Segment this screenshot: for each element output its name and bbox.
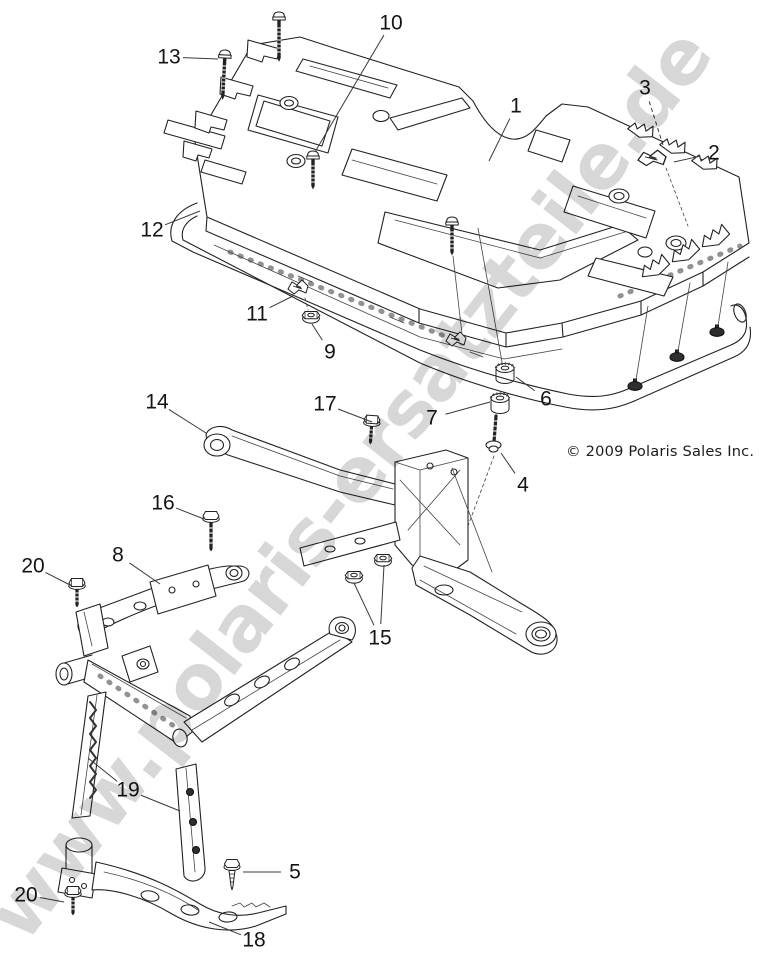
- callout-leader-8: [129, 562, 161, 585]
- bushing-7: [489, 392, 511, 415]
- callout-label-17: 17: [313, 393, 336, 416]
- callout-leader-4: [500, 452, 516, 474]
- callout-label-15: 15: [368, 627, 391, 650]
- copyright-text: © 2009 Polaris Sales Inc.: [566, 443, 755, 460]
- callout-label-13: 13: [157, 46, 180, 69]
- front-rack: [163, 36, 750, 360]
- callout-label-7: 7: [426, 407, 438, 430]
- support-bracket: [203, 425, 558, 655]
- callout-leader-9: [311, 323, 323, 341]
- frame-support: [55, 564, 356, 748]
- side-rails: [71, 691, 206, 882]
- callout-leader-18: [208, 921, 242, 936]
- nut-15a: [344, 571, 364, 584]
- callout-label-1: 1: [510, 95, 522, 118]
- callout-leader-19: [87, 757, 118, 782]
- nut-9: [301, 311, 321, 324]
- pushnut-1: [627, 378, 643, 391]
- callout-label-8: 8: [112, 544, 124, 567]
- callout-label-4: 4: [517, 474, 529, 497]
- callout-label-2: 2: [708, 142, 720, 165]
- callout-label-20: 20: [21, 555, 44, 578]
- callout-leader-20: [39, 897, 65, 903]
- callout-leader-15: [380, 564, 385, 625]
- callout-leader-10: [314, 34, 385, 153]
- bolt-16: [201, 509, 221, 554]
- callout-leader-11: [269, 295, 294, 309]
- callout-leader-7: [445, 401, 491, 415]
- callout-label-16: 16: [151, 492, 174, 515]
- callout-leader-2: [673, 155, 701, 163]
- screw-5: [223, 859, 241, 891]
- callout-leader-16: [175, 507, 205, 520]
- pushnut-2: [669, 349, 685, 362]
- callout-label-5: 5: [289, 861, 301, 884]
- callout-leader-6: [515, 376, 536, 392]
- callout-leader-17: [337, 408, 373, 423]
- screw-4: [485, 414, 502, 453]
- top-fasteners: [214, 10, 725, 453]
- callout-label-11: 11: [246, 303, 268, 326]
- bumper-tube: [170, 202, 752, 411]
- callout-label-3: 3: [639, 77, 651, 100]
- callout-label-12: 12: [140, 219, 163, 242]
- callout-leader-14: [168, 409, 207, 434]
- callout-label-6: 6: [540, 388, 552, 411]
- callout-label-9: 9: [324, 341, 336, 364]
- callout-leader-19: [140, 794, 181, 812]
- callout-leader-20: [45, 571, 71, 586]
- rack-mount-cleats: [182, 39, 731, 278]
- callout-label-14: 14: [145, 391, 169, 414]
- nut-15b: [373, 554, 393, 567]
- pushnut-3: [709, 324, 725, 337]
- callout-label-19: 19: [116, 779, 139, 802]
- callout-leader-1: [488, 118, 511, 162]
- assembly-lines: [304, 167, 729, 543]
- callout-label-20: 20: [14, 884, 37, 907]
- callout-label-18: 18: [242, 929, 265, 952]
- callout-leader-15: [353, 582, 375, 626]
- callout-label-10: 10: [379, 12, 402, 35]
- callout-leader-12: [164, 210, 201, 226]
- bolt-20-upper: [67, 576, 87, 610]
- callout-leader-13: [182, 57, 219, 60]
- callout-leader-3: [648, 101, 664, 146]
